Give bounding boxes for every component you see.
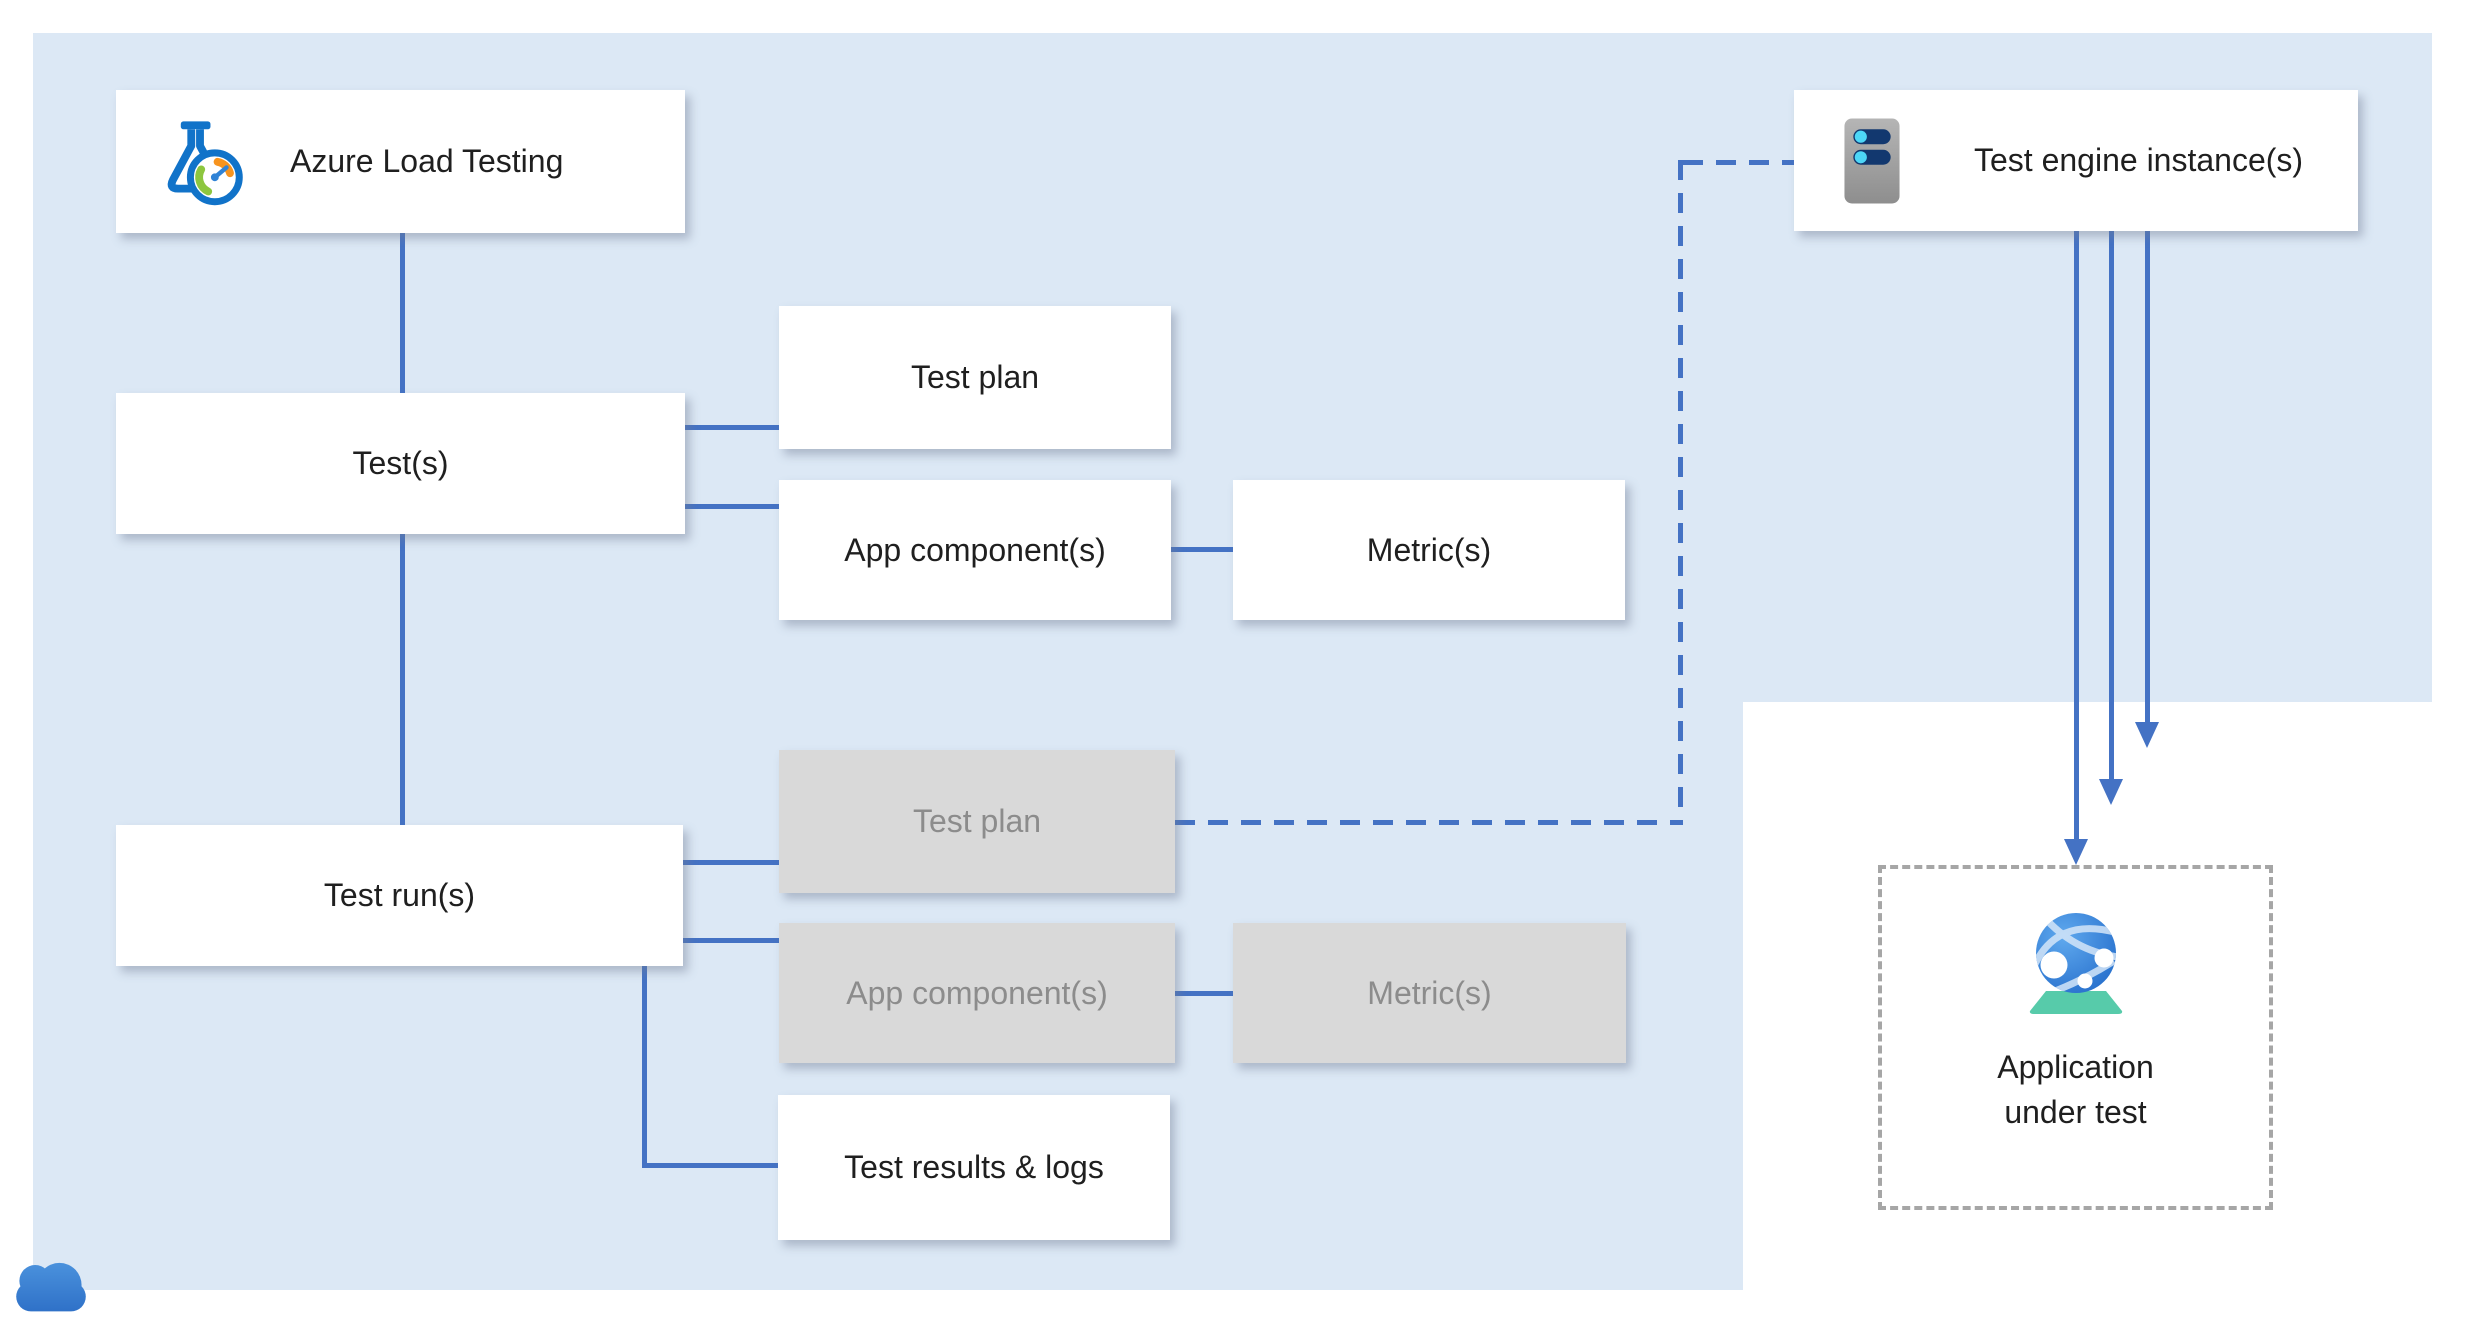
white-cutout-panel xyxy=(1743,702,2465,1338)
node-test-runs: Test run(s) xyxy=(116,825,683,966)
connector-appcomponents-to-metrics xyxy=(1171,547,1233,552)
dashed-connector-vertical xyxy=(1678,160,1683,825)
server-icon xyxy=(1844,118,1900,203)
node-azure-load-testing: Azure Load Testing xyxy=(116,90,685,233)
dashed-connector-testplan-horizontal xyxy=(1175,820,1680,825)
node-label: Test plan xyxy=(910,359,1040,395)
arrow-engine-to-app-1 xyxy=(2074,231,2079,839)
arrowhead-icon xyxy=(2099,779,2123,805)
connector-runs-to-results-horizontal xyxy=(642,1163,778,1168)
node-run-test-plan: Test plan xyxy=(779,750,1175,893)
node-label-line2: under test xyxy=(2004,1094,2147,1130)
connector-runs-to-testplan xyxy=(683,860,779,865)
arrow-engine-to-app-2 xyxy=(2109,231,2114,779)
node-app-components: App component(s) xyxy=(779,480,1171,620)
arrowhead-icon xyxy=(2135,722,2159,748)
cloud-icon xyxy=(16,1262,86,1312)
web-app-globe-icon xyxy=(2029,913,2122,1014)
connector-tests-to-testplan xyxy=(685,425,779,430)
connector-runs-to-appcomponents xyxy=(683,938,779,943)
node-label: Test results & logs xyxy=(844,1149,1104,1185)
arrow-engine-to-app-3 xyxy=(2145,231,2150,722)
node-label: Test plan xyxy=(912,803,1042,839)
node-label: App component(s) xyxy=(844,531,1106,568)
node-label: Test engine instance(s) xyxy=(1974,142,2304,178)
node-test-plan: Test plan xyxy=(779,306,1171,449)
node-run-app-components: App component(s) xyxy=(779,923,1175,1063)
load-testing-flask-gauge-icon xyxy=(167,120,243,205)
node-run-metrics: Metric(s) xyxy=(1233,923,1626,1063)
connector-tests-to-appcomponents xyxy=(685,504,779,509)
node-test-engine-instances: Test engine instance(s) xyxy=(1794,90,2358,231)
node-tests: Test(s) xyxy=(116,393,685,534)
connector-run-appcomponents-to-metrics xyxy=(1175,991,1233,996)
node-label: Test(s) xyxy=(352,445,449,481)
dashed-connector-into-engine xyxy=(1683,160,1794,165)
node-metrics: Metric(s) xyxy=(1233,480,1625,620)
node-label: Metric(s) xyxy=(1366,531,1492,568)
node-label-line1: Application xyxy=(1997,1049,2154,1085)
connector-runs-to-results-vertical xyxy=(642,966,647,1168)
node-label: App component(s) xyxy=(846,974,1108,1011)
node-label: Test run(s) xyxy=(323,877,476,913)
node-label: Metric(s) xyxy=(1367,974,1492,1011)
arrowhead-icon xyxy=(2064,839,2088,865)
node-application-under-test: Application under test xyxy=(1878,865,2273,1210)
node-label: Azure Load Testing xyxy=(290,143,564,179)
node-test-results-logs: Test results & logs xyxy=(778,1095,1170,1240)
